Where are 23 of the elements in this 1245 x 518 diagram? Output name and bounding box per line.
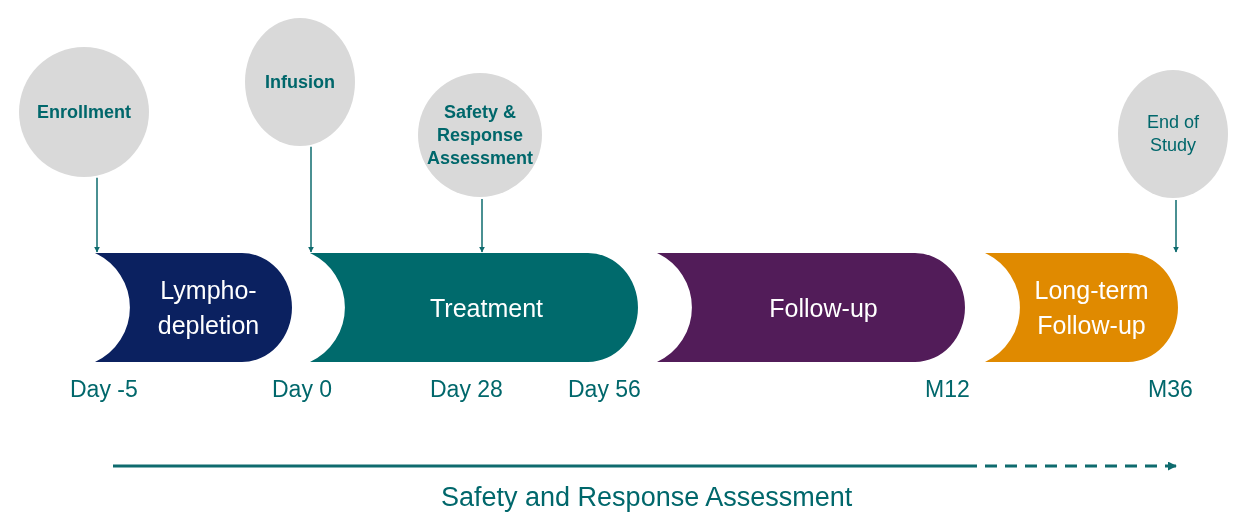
phase-shape [95,253,292,362]
phase-shape [657,253,965,362]
arrow [308,145,314,253]
phase-label: Lympho- depletion [156,274,261,341]
milestone-label: Infusion [265,70,335,94]
phase-label: Treatment [429,292,544,323]
arrow [94,176,100,253]
milestone-label: Enrollment [37,100,131,124]
timepoint-label: M12 [925,376,970,403]
phase-label: Follow-up [768,292,879,324]
timepoint-label: Day 56 [568,376,641,403]
phase-shape [985,253,1178,362]
arrow [1173,199,1179,253]
timepoint-label: Day -5 [70,376,138,403]
arrow [479,198,485,253]
phase-shape [310,253,638,362]
timepoint-label: Day 0 [272,376,333,403]
phase-label: Long-term Follow-up [1033,274,1150,341]
timepoint-label: Day 28 [430,376,503,403]
axis-caption: Safety and Response Assessment [441,482,853,513]
milestone-label: Safety & Response Assessment [426,100,534,170]
milestone-label: End of Study [1145,111,1200,157]
timepoint-label: M36 [1148,376,1193,403]
